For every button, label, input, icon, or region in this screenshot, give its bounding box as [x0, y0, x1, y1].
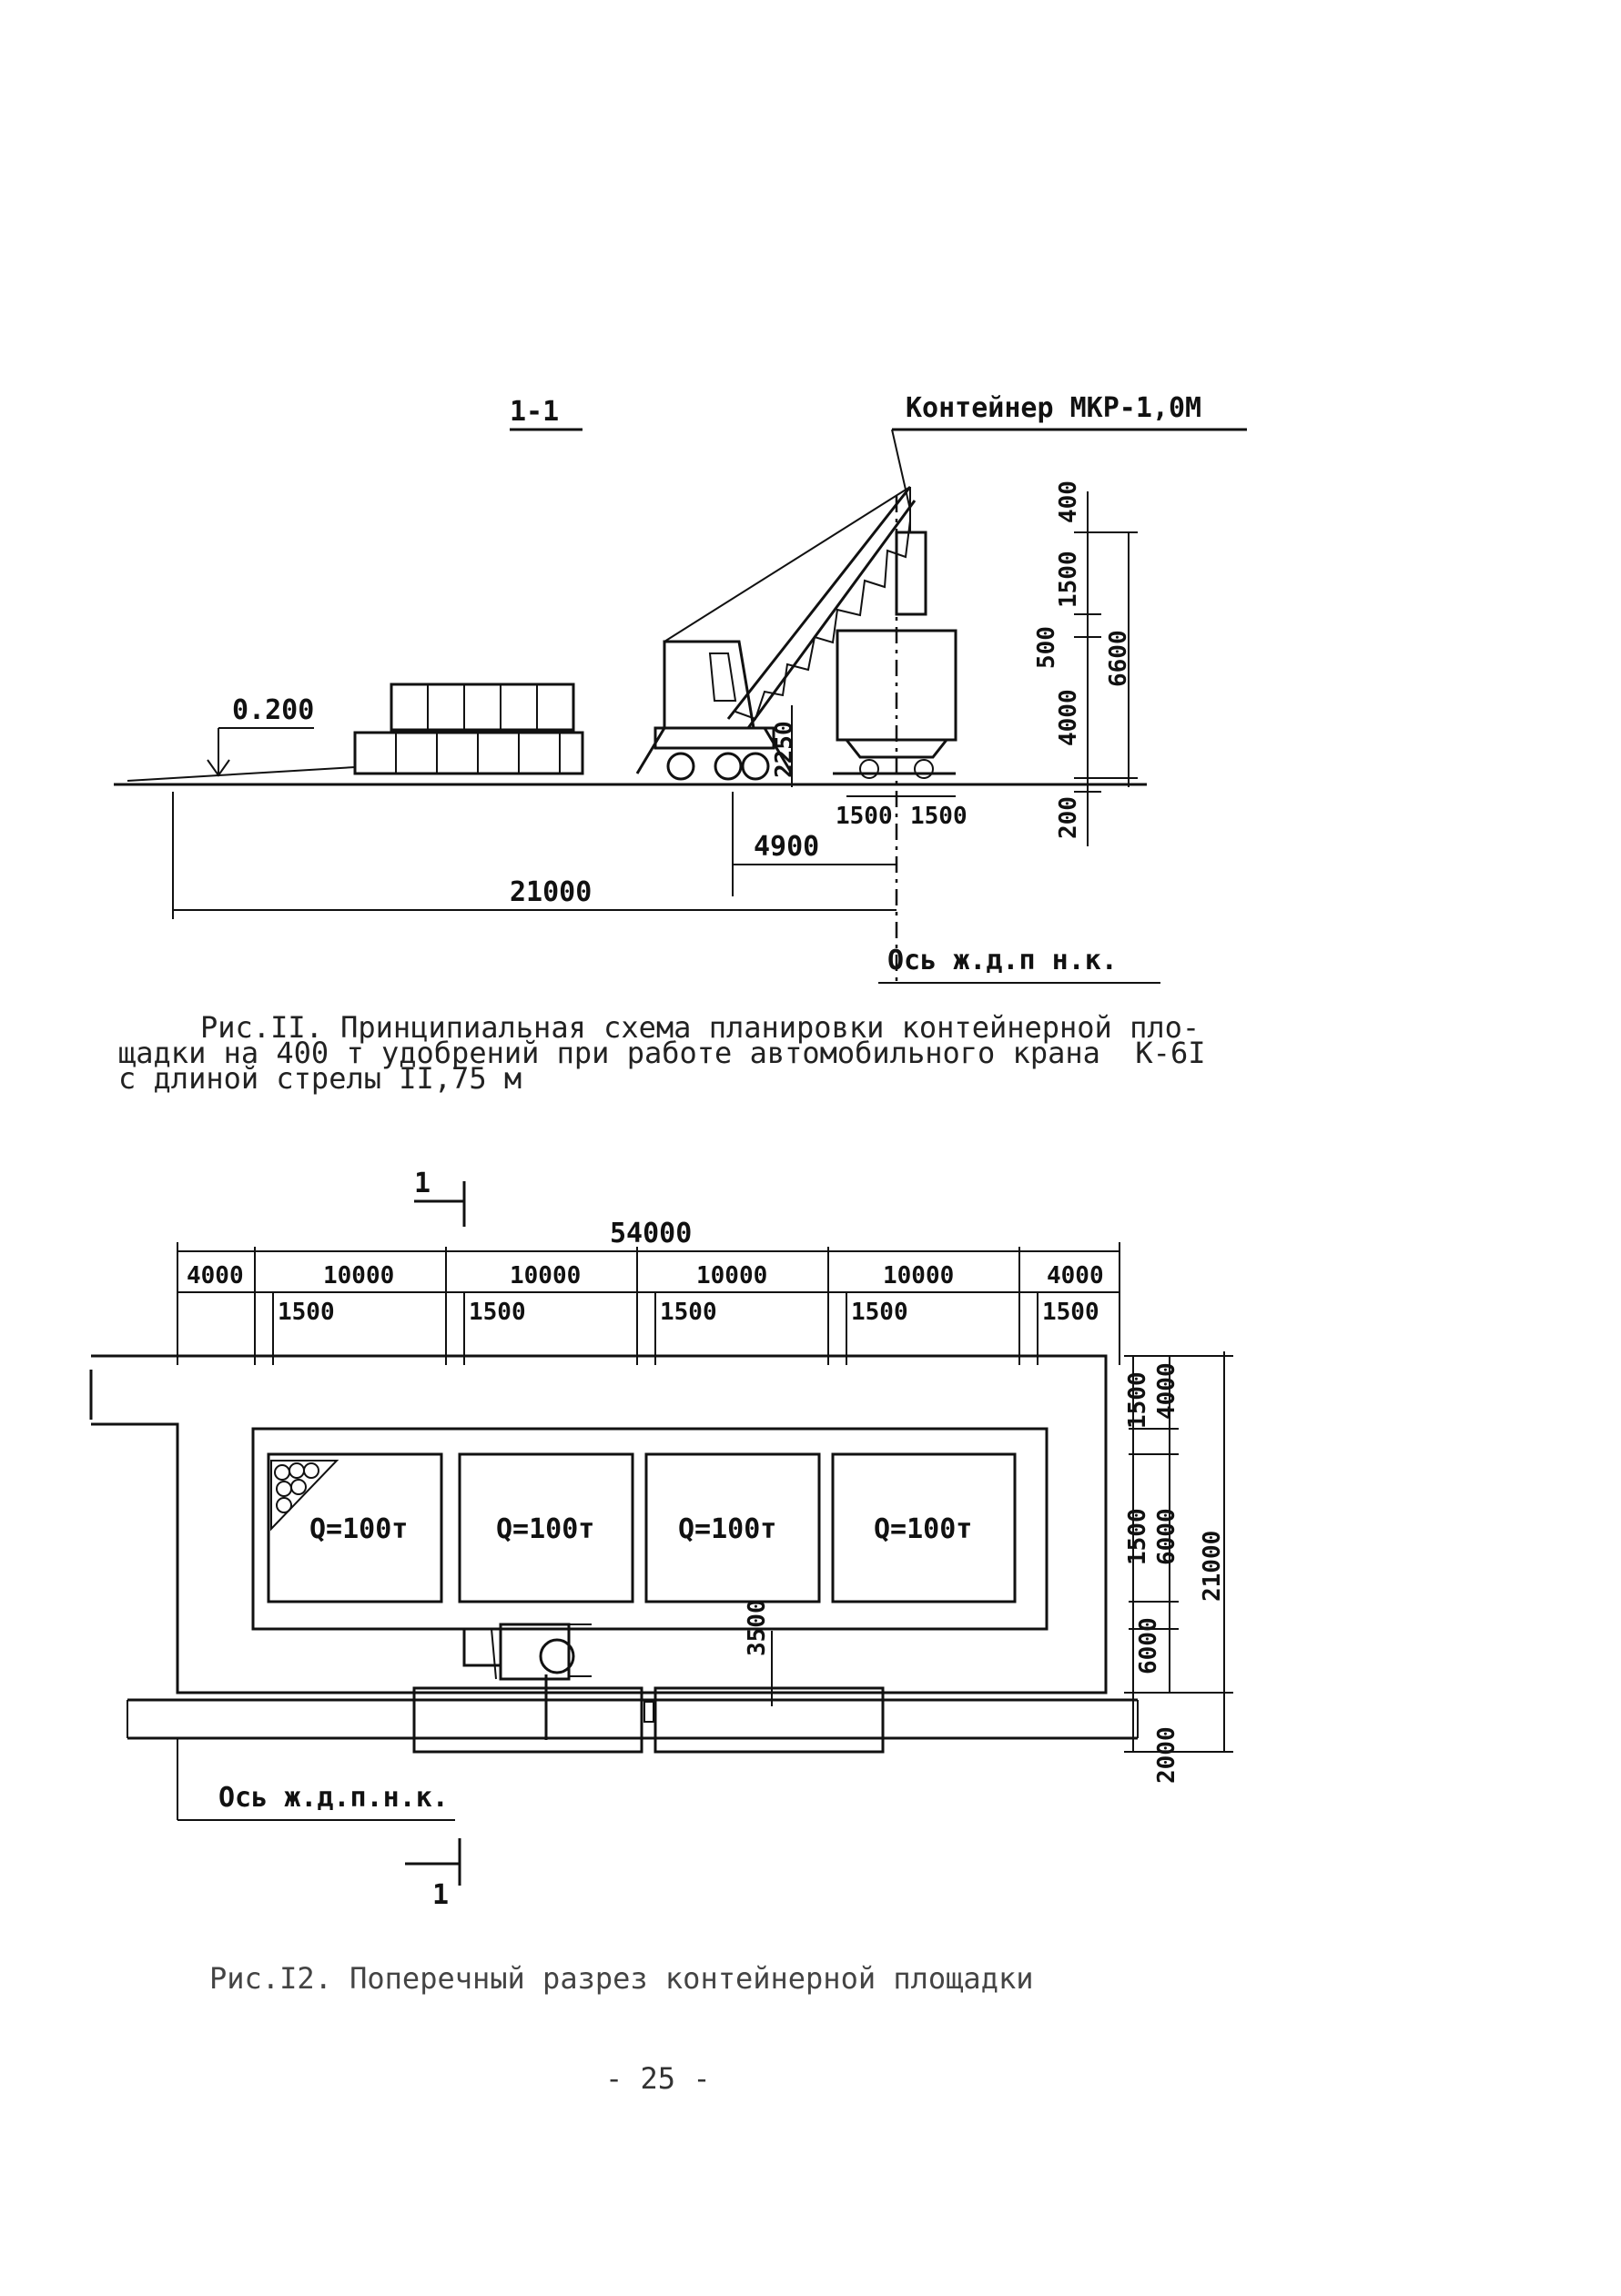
cell-2: Q=100т: [458, 1452, 634, 1603]
wagon-plan-2: [653, 1686, 885, 1754]
caption-11-line-2: щадки на 400 т удобрений при работе авто…: [118, 1036, 1206, 1070]
dim-200: 200: [1055, 796, 1082, 839]
dim-500: 500: [1033, 626, 1060, 669]
container-stack: [353, 683, 584, 775]
span-10000-1: 10000: [323, 1262, 394, 1290]
dim-1500-left: 1500: [836, 803, 893, 830]
figure-12-plan: 1 1 54000 4000 10000 10000 10000 10000 4…: [89, 1168, 1233, 1911]
wagon-plan-1: [412, 1686, 643, 1754]
dim-4000: 4000: [1055, 689, 1082, 746]
cell-3: Q=100т: [644, 1452, 821, 1603]
hatch-corner: [270, 1460, 339, 1532]
cell-label-4: Q=100т: [874, 1513, 972, 1545]
container-label: Контейнер МКР-1,0М: [906, 392, 1201, 424]
dim-1500-top: 1500: [1055, 551, 1082, 608]
page-number: - 25 -: [605, 2061, 711, 2096]
level-arrow-head: [207, 759, 230, 777]
span-10000-2: 10000: [510, 1262, 581, 1290]
dim-6000-lower: 6000: [1135, 1617, 1162, 1674]
cell-1: Q=100т: [267, 1452, 443, 1603]
gap-1500-5: 1500: [1042, 1299, 1099, 1326]
dim-21000: 21000: [510, 876, 592, 908]
span-4000-right: 4000: [1047, 1262, 1104, 1290]
span-10000-4: 10000: [883, 1262, 954, 1290]
cell-label-3: Q=100т: [678, 1513, 776, 1545]
container-leader: [891, 429, 911, 511]
gap-1500-2: 1500: [469, 1299, 526, 1326]
figure-11-section: 1-1 Контейнер МКР-1,0М 0.200: [114, 392, 1247, 984]
dim-2000: 2000: [1153, 1726, 1180, 1784]
dim-21000-plan: 21000: [1199, 1531, 1226, 1602]
dim-1500-lower: 1500: [1124, 1508, 1151, 1565]
wagon-with-container: [833, 629, 957, 779]
dim-4900: 4900: [754, 831, 819, 863]
cell-4: Q=100т: [831, 1452, 1017, 1603]
storage-area: [251, 1427, 1049, 1631]
dim-3500: 3500: [744, 1599, 771, 1656]
dim-2250: 2250: [771, 721, 798, 778]
level-mark: 0.200: [232, 694, 314, 726]
gap-1500-4: 1500: [851, 1299, 908, 1326]
gap-1500-3: 1500: [660, 1299, 717, 1326]
axis-label-plan: Ось ж.д.п.н.к.: [218, 1782, 449, 1814]
dim-6000-upper: 6000: [1153, 1508, 1180, 1565]
caption-11-line-1: Рис.II. Принципиальная схема планировки …: [200, 1010, 1201, 1045]
crane-plan: [462, 1623, 592, 1740]
total-length: 54000: [610, 1218, 692, 1249]
section-mark-top: 1: [414, 1168, 431, 1199]
gap-1500-1: 1500: [278, 1299, 335, 1326]
caption-11-line-3: с длиной стрелы II,75 м: [118, 1061, 522, 1096]
section-mark-bottom: 1: [432, 1879, 449, 1911]
figure-12-caption: Рис.I2. Поперечный разрез контейнерной п…: [209, 1961, 1034, 1996]
dim-1500-right: 1500: [910, 803, 968, 830]
cell-label-2: Q=100т: [496, 1513, 594, 1545]
span-4000-left: 4000: [187, 1262, 244, 1290]
section-label: 1-1: [510, 396, 559, 428]
ramp-line: [127, 766, 356, 782]
axis-label: Ось ж.д.п н.к.: [887, 945, 1118, 976]
dim-1500-upper: 1500: [1124, 1371, 1151, 1429]
figure-11-caption: Рис.II. Принципиальная схема планировки …: [118, 1010, 1206, 1096]
dim-6600: 6600: [1105, 630, 1132, 687]
cell-label-1: Q=100т: [309, 1513, 408, 1545]
dim-4000-plan: 4000: [1153, 1362, 1180, 1420]
dim-400: 400: [1055, 480, 1082, 523]
span-10000-3: 10000: [696, 1262, 767, 1290]
